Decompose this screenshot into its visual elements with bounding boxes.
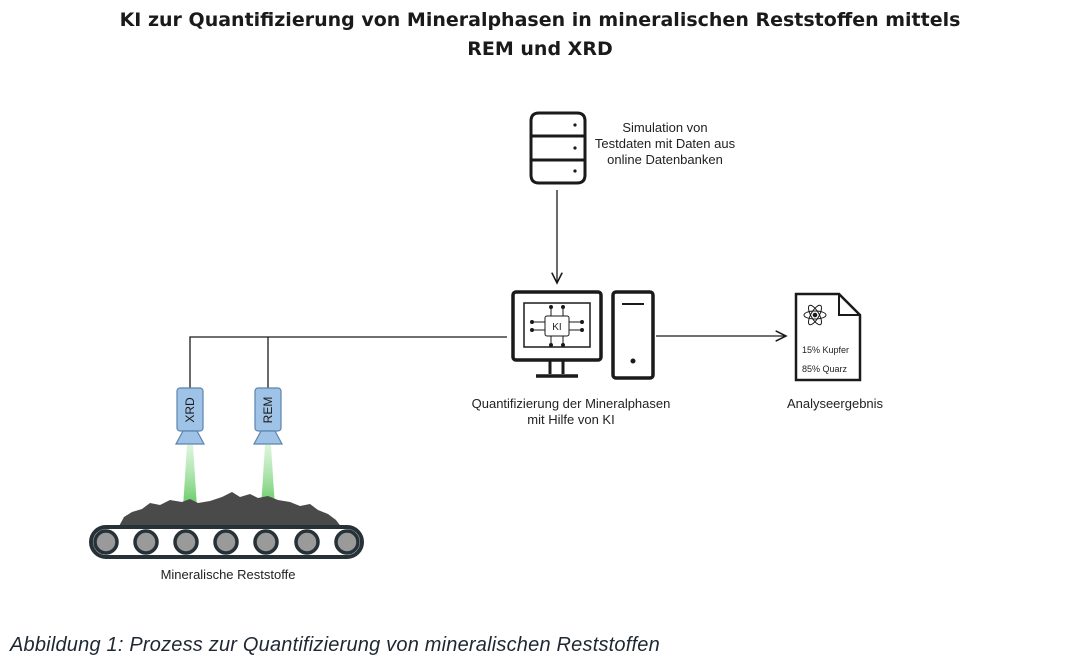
xrd-sensor-label: XRD — [183, 397, 197, 423]
database-label: Simulation von Testdaten mit Daten aus o… — [575, 120, 755, 168]
connectors — [189, 190, 786, 388]
figure-caption: Abbildung 1: Prozess zur Quantifizierung… — [10, 634, 660, 656]
ki-chip-label: KI — [552, 322, 561, 333]
result-line-2: 85% Quarz — [802, 364, 848, 374]
database-label-line-2: Testdaten mit Daten aus — [594, 136, 736, 151]
xrd-beam — [183, 445, 197, 508]
conveyor-label: Mineralische Reststoffe — [160, 567, 296, 582]
computer-label-line-1: Quantifizierung der Mineralphasen — [471, 396, 671, 411]
rollers — [93, 529, 360, 555]
rem-sensor-label: REM — [261, 397, 275, 424]
computer-label: Quantifizierung der Mineralphasen mit Hi… — [446, 396, 696, 428]
diagram-title: KI zur Quantifizierung von Mineralphasen… — [0, 6, 1080, 64]
computer-label-line-2: mit Hilfe von KI — [527, 412, 615, 427]
result-label: Analyseergebnis — [786, 396, 884, 411]
result-line-1: 15% Kupfer — [802, 345, 849, 355]
rem-beam — [261, 445, 275, 508]
computer-icon: KI — [511, 290, 655, 380]
database-label-line-3: online Datenbanken — [607, 152, 723, 167]
title-line-2: REM und XRD — [467, 38, 613, 60]
pc-tower — [611, 290, 655, 380]
mineral-material — [118, 492, 342, 528]
database-icon — [529, 111, 587, 185]
document-icon: 15% Kupfer 85% Quarz — [794, 292, 862, 382]
database-label-line-1: Simulation von — [622, 120, 708, 135]
title-line-1: KI zur Quantifizierung von Mineralphasen… — [119, 9, 961, 31]
sensors-to-computer-line — [189, 336, 507, 388]
ki-chip — [530, 305, 584, 347]
conveyor-belt-icon — [89, 492, 364, 559]
atom-icon — [803, 304, 827, 326]
xrd-sensor: XRD — [174, 387, 206, 445]
monitor — [511, 290, 603, 378]
rem-sensor: REM — [252, 387, 284, 445]
